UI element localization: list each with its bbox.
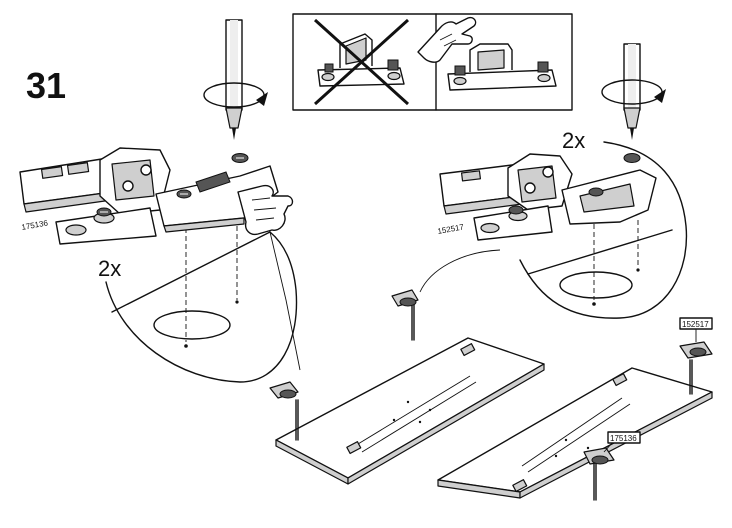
label-box-lower: 175136 <box>603 431 641 453</box>
right-panel <box>437 341 713 501</box>
wrong-x-icon <box>313 18 410 106</box>
board-label-left: 175136 <box>610 434 637 443</box>
board-label-right: 152517 <box>682 320 709 329</box>
label-box-upper: 152517 <box>679 317 713 342</box>
left-hinge-detail: 175136 2x <box>19 147 301 383</box>
screw <box>231 153 249 163</box>
quantity-right: 2x <box>562 128 585 153</box>
pointing-hand-icon <box>417 16 477 63</box>
clockwise-rotate-icon-left <box>203 82 268 108</box>
part-number-left-hinge: 175136 <box>21 218 49 232</box>
screw <box>96 207 112 217</box>
screwdriver-icon-left <box>203 19 268 140</box>
part-number-right-hinge: 152517 <box>437 222 465 236</box>
quantity-left: 2x <box>98 256 121 281</box>
step-number: 31 <box>26 65 66 106</box>
screwdriver-icon-right <box>601 43 666 140</box>
screw <box>176 189 192 199</box>
wrong-example <box>313 16 477 106</box>
pointing-hand-icon <box>237 184 294 236</box>
left-panel <box>269 289 545 485</box>
right-hinge-detail: 152517 2x <box>419 128 688 319</box>
screw <box>508 205 524 215</box>
screw <box>623 153 641 163</box>
correct-example <box>447 43 557 91</box>
clockwise-rotate-icon-right <box>601 79 666 105</box>
screw <box>588 187 604 197</box>
comparison-frame <box>292 13 573 111</box>
